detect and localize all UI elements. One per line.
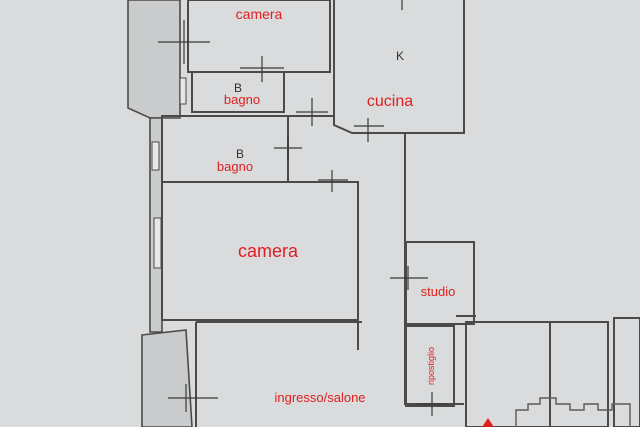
label-k-code: K	[396, 49, 404, 63]
room-ingresso-salone	[195, 321, 362, 427]
cross-markers	[158, 0, 448, 416]
label-camera-top: camera	[236, 6, 283, 22]
corridor-wall	[287, 115, 464, 405]
window-3	[153, 217, 162, 269]
outer-wall-left-top	[127, 0, 181, 119]
label-b-code-2: B	[236, 147, 244, 161]
label-ingresso-salone: ingresso/salone	[274, 390, 365, 405]
marker-arrow	[482, 418, 494, 427]
label-camera-main: camera	[238, 241, 299, 261]
adjacent-unit-3	[613, 317, 640, 427]
outer-wall-left-bottom	[141, 329, 193, 427]
label-bagno-1: bagno	[224, 92, 260, 107]
label-ripostiglio: ripostiglio	[426, 347, 436, 385]
room-bagno-1	[191, 71, 285, 113]
label-b-code-1: B	[234, 81, 242, 95]
room-ripostiglio	[405, 325, 455, 407]
label-cucina: cucina	[367, 93, 413, 110]
adjacent-unit-1	[465, 321, 551, 427]
room-studio	[405, 241, 475, 325]
window-2	[151, 141, 160, 171]
room-cucina	[333, 0, 465, 134]
staircase	[515, 397, 631, 427]
adjacent-unit-2	[549, 321, 609, 427]
label-bagno-2: bagno	[217, 159, 253, 174]
label-studio: studio	[421, 284, 456, 299]
window-1	[179, 77, 187, 105]
